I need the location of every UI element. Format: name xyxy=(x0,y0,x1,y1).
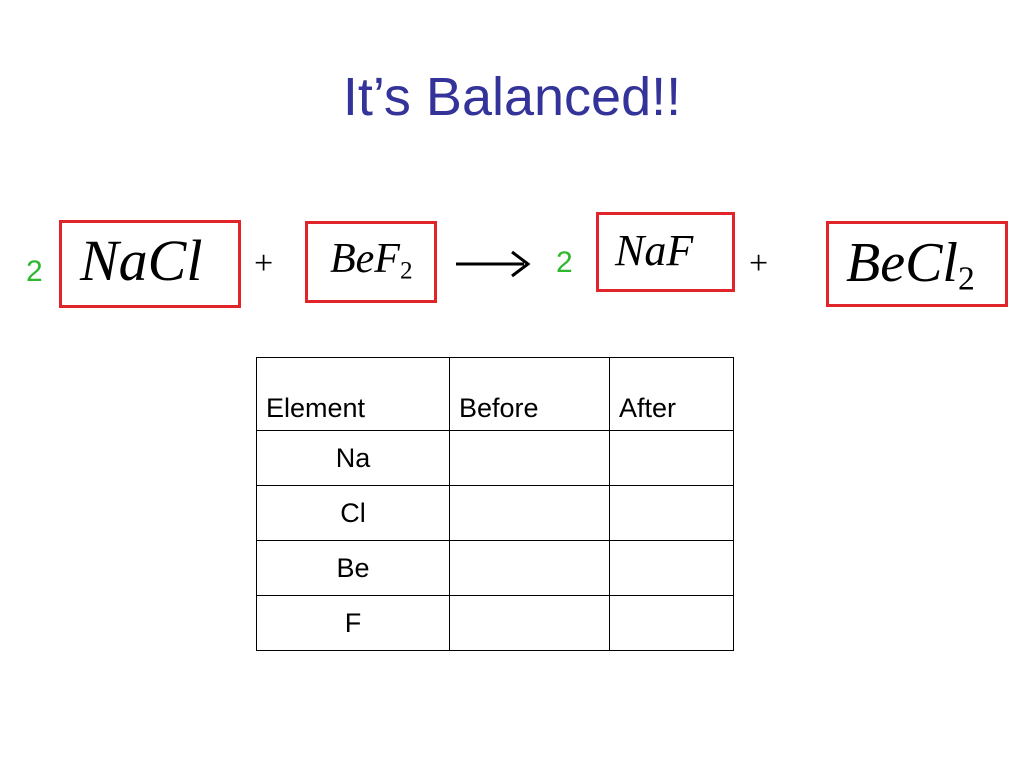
before-cell xyxy=(449,485,610,541)
product1-formula: NaF xyxy=(615,224,693,278)
header-element: Element xyxy=(256,357,450,431)
after-cell xyxy=(609,595,734,651)
product1-box xyxy=(596,212,735,292)
reactant1-base: NaCl xyxy=(80,228,203,293)
product1-coefficient: 2 xyxy=(556,246,573,279)
reaction-arrow-icon xyxy=(456,250,531,278)
table-row: Na xyxy=(256,430,734,486)
after-cell xyxy=(609,485,734,541)
table-row: Cl xyxy=(256,485,734,541)
header-before: Before xyxy=(449,357,610,431)
product2-formula: BeCl2 xyxy=(846,230,975,296)
reactant1-formula: NaCl xyxy=(80,226,203,296)
after-cell xyxy=(609,540,734,596)
before-cell xyxy=(449,430,610,486)
reactant1-coefficient: 2 xyxy=(26,255,43,288)
reactant2-box xyxy=(305,221,437,303)
product2-subscript: 2 xyxy=(957,260,975,298)
reactant2-formula: BeF2 xyxy=(330,233,413,285)
reactant1-box xyxy=(59,220,241,308)
product2-base: BeCl xyxy=(846,232,958,294)
before-cell xyxy=(449,595,610,651)
before-cell xyxy=(449,540,610,596)
header-after: After xyxy=(609,357,734,431)
element-cell: Cl xyxy=(256,485,450,541)
product2-box xyxy=(826,221,1008,307)
product1-base: NaF xyxy=(615,226,694,275)
element-cell: Na xyxy=(256,430,450,486)
plus-sign-1: + xyxy=(254,245,274,282)
after-cell xyxy=(609,430,734,486)
table-header-row: Element Before After xyxy=(256,357,734,431)
plus-sign-2: + xyxy=(749,245,769,282)
reactant2-base: BeF xyxy=(330,236,400,282)
table-row: Be xyxy=(256,540,734,596)
reactant2-subscript: 2 xyxy=(399,257,413,285)
slide-title: It’s Balanced!! xyxy=(342,67,682,127)
element-count-table: Element Before After Na Cl Be F xyxy=(256,357,734,651)
element-cell: Be xyxy=(256,540,450,596)
element-cell: F xyxy=(256,595,450,651)
table-row: F xyxy=(256,595,734,651)
